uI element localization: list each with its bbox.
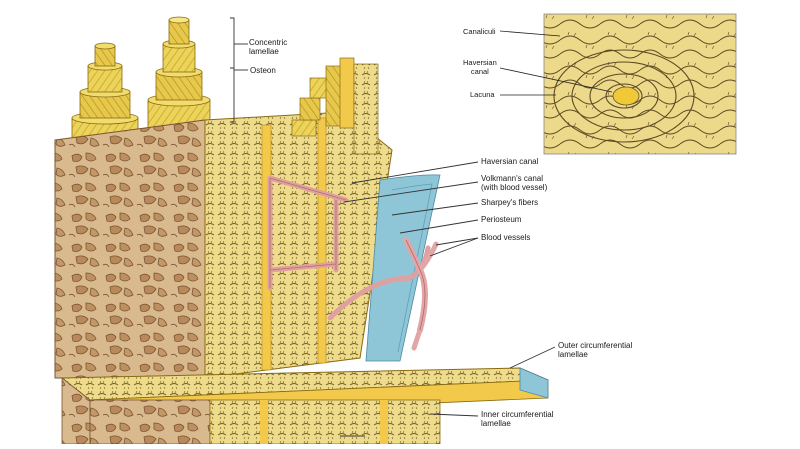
inset-label-haversian-canal: Haversian canal [463, 58, 497, 76]
label-outer-circumferential-line2: lamellae [558, 350, 588, 359]
label-concentric-lamellae-line1: Concentric [249, 38, 288, 47]
label-volkmann-canal-line2: (with blood vessel) [481, 183, 548, 192]
osteon-cylinders [71, 16, 211, 141]
label-concentric-lamellae: Concentric lamellae [249, 38, 287, 56]
label-inner-circumferential-line2: lamellae [481, 419, 511, 428]
label-inner-circumferential-line1: Inner circumferential [481, 410, 554, 419]
label-concentric-lamellae-line2: lamellae [249, 47, 279, 56]
label-periosteum: Periosteum [481, 215, 522, 224]
compact-bone [204, 57, 393, 379]
blood-vessels [403, 237, 439, 351]
leader-lines [340, 161, 556, 437]
inset-label-lacuna: Lacuna [470, 90, 495, 99]
spongy-bone [54, 119, 206, 379]
label-volkmann-canal: Volkmann's canal (with blood vessel) [481, 174, 547, 192]
label-blood-vessels: Blood vessels [481, 233, 531, 242]
label-outer-circumferential-line1: Outer circumferential [558, 341, 633, 350]
inset-label-canaliculi: Canaliculi [463, 27, 496, 36]
label-inner-circumferential: Inner circumferential lamellae [481, 410, 553, 428]
label-osteon: Osteon [250, 66, 276, 75]
inset-label-haversian-canal-line1: Haversian [463, 58, 497, 67]
bottom-slab [60, 367, 549, 445]
osteon-bracket [230, 17, 248, 123]
label-sharpey-fibers: Sharpey's fibers [481, 198, 539, 207]
label-volkmann-canal-line1: Volkmann's canal [481, 174, 544, 183]
periosteum [365, 174, 441, 362]
label-outer-circumferential: Outer circumferential lamellae [558, 341, 632, 359]
inset-label-haversian-canal-line2: canal [470, 67, 489, 76]
label-haversian-canal: Haversian canal [481, 157, 539, 166]
inset-leader-lines [499, 30, 613, 96]
